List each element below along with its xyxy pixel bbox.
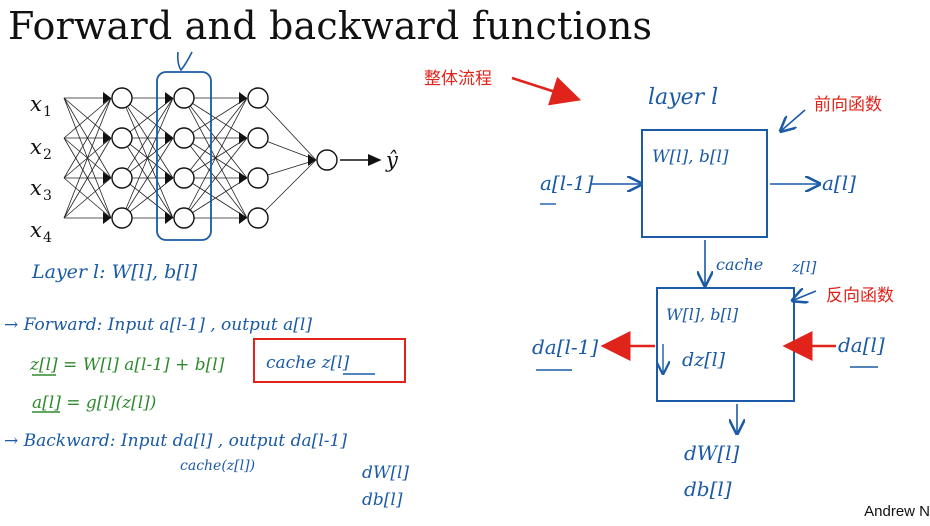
network-connections — [63, 97, 317, 219]
backward-note: → Backward: Input da[l] , output da[l-1] — [4, 431, 347, 451]
hidden-node — [247, 207, 269, 229]
output-label-yhat: ŷ — [385, 148, 399, 172]
backward-dw-label: dW[l] — [684, 441, 740, 465]
svg-text:x: x — [30, 176, 42, 200]
network-edge — [257, 97, 317, 161]
hidden-node — [111, 167, 133, 189]
network-edge — [121, 177, 174, 219]
hidden-node — [111, 87, 133, 109]
handwritten-notes: Layer l: W[l], b[l] → Forward: Input a[l… — [4, 261, 409, 510]
forward-output-label: a[l] — [822, 171, 856, 195]
svg-text:x: x — [30, 135, 42, 159]
layer-indicator-arrow — [177, 51, 193, 72]
hidden-node — [173, 167, 195, 189]
hidden-node — [173, 207, 195, 229]
svg-text:4: 4 — [43, 230, 52, 246]
network-edge — [63, 97, 112, 219]
overall-flow-arrow — [511, 76, 582, 106]
edge-arrowhead — [239, 212, 247, 224]
hidden-node — [111, 127, 133, 149]
backward-db-label: db[l] — [684, 477, 732, 501]
forward-box-params: W[l], b[l] — [652, 147, 729, 167]
forward-input-label: a[l-1] — [540, 171, 594, 195]
forward-function-pointer — [782, 109, 806, 130]
hidden-node — [173, 87, 195, 109]
edge-arrowhead — [239, 132, 247, 144]
layer-params-note: Layer l: W[l], b[l] — [31, 261, 198, 283]
svg-text:2: 2 — [43, 147, 52, 163]
a-equation: a[l] = g[l](z[l]) — [32, 393, 156, 413]
dw-note: dW[l] — [362, 463, 409, 483]
z-equation: z[l] = W[l] a[l-1] + b[l] — [29, 355, 225, 375]
highlighted-layer-box — [156, 71, 212, 241]
network-edge — [121, 97, 174, 179]
edge-arrowhead — [165, 212, 173, 224]
network-edge — [257, 159, 317, 219]
backward-input-label: da[l] — [838, 333, 885, 357]
edge-arrowhead — [103, 92, 111, 104]
slide-title: Forward and backward functions — [8, 4, 653, 48]
cache-highlight-box — [253, 338, 406, 383]
cache-label: cache — [716, 255, 763, 274]
input-label-x4: x 4 — [30, 218, 52, 246]
network-edge — [183, 137, 248, 219]
network-edge — [183, 177, 248, 219]
backward-dz-label: dz[l] — [682, 349, 726, 371]
edge-arrowhead — [103, 172, 111, 184]
hidden-node — [173, 127, 195, 149]
network-edge — [63, 97, 112, 139]
svg-text:3: 3 — [43, 188, 52, 204]
hidden-node — [111, 207, 133, 229]
backward-box-params: W[l], b[l] — [666, 305, 739, 324]
edge-arrowhead — [239, 92, 247, 104]
backward-output-label: da[l-1] — [532, 335, 598, 359]
backward-cache-note: cache(z[l]) — [180, 458, 255, 474]
svg-text:x: x — [30, 218, 42, 242]
output-node — [316, 149, 338, 171]
overall-flow-label: 整体流程 — [424, 69, 492, 89]
edge-arrowhead — [239, 172, 247, 184]
svg-text:1: 1 — [43, 104, 52, 120]
network-edge — [63, 97, 112, 179]
network-edge — [63, 177, 112, 219]
layer-title: layer l — [648, 85, 718, 110]
svg-text:x: x — [30, 92, 42, 116]
input-label-x1: x 1 — [30, 92, 52, 120]
network-nodes — [103, 87, 338, 229]
cache-note: cache z[l] — [266, 353, 350, 373]
network-edge — [63, 137, 112, 219]
edge-arrowhead — [308, 154, 316, 166]
network-edge — [183, 97, 248, 219]
backward-function-pointer — [794, 291, 817, 300]
network-edge — [183, 97, 248, 179]
edge-arrowhead — [103, 132, 111, 144]
edge-arrowhead — [103, 212, 111, 224]
neural-network-diagram: x 1 x 2 x 3 x 4 ŷ — [30, 51, 399, 246]
hidden-node — [247, 87, 269, 109]
edge-arrowhead — [165, 172, 173, 184]
edge-arrowhead — [165, 132, 173, 144]
input-label-x2: x 2 — [30, 135, 52, 163]
layer-block-diagram: layer l 整体流程 前向函数 反向函数 W[l], b[l] a[l-1]… — [424, 69, 894, 501]
input-label-x3: x 3 — [30, 176, 52, 204]
author-credit: Andrew N — [864, 503, 930, 520]
edge-arrowhead — [165, 92, 173, 104]
hidden-node — [247, 127, 269, 149]
cache-z-label: z[l] — [791, 258, 817, 276]
forward-function-label: 前向函数 — [814, 95, 882, 115]
network-edge — [183, 97, 248, 139]
network-edge — [121, 97, 174, 219]
forward-note: → Forward: Input a[l-1] , output a[l] — [4, 315, 312, 335]
network-edge — [121, 97, 174, 139]
network-edge — [121, 137, 174, 219]
hidden-node — [247, 167, 269, 189]
backward-function-label: 反向函数 — [826, 286, 894, 306]
db-note: db[l] — [362, 490, 403, 510]
